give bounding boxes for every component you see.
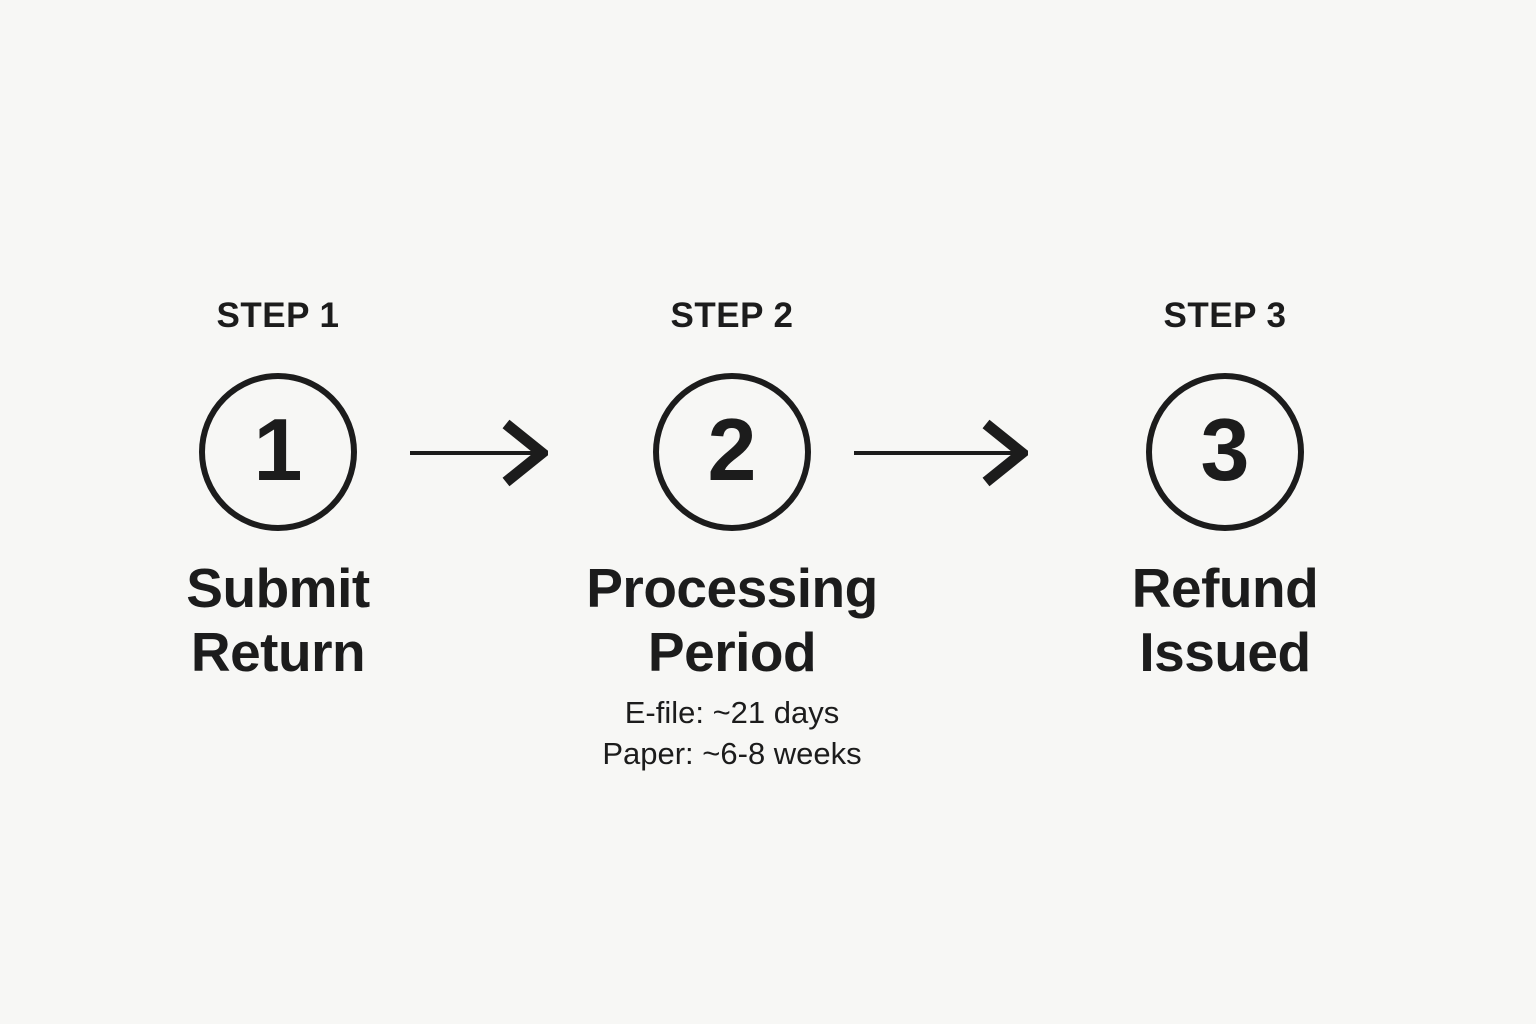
step-2-title-line-1: Processing	[586, 557, 878, 619]
step-1-title-line-2: Return	[190, 620, 366, 683]
step-3-title-line-1: Refund	[1131, 557, 1319, 619]
step-2-title-line-2: Period	[647, 620, 817, 683]
step-3-label: STEP 3	[1163, 296, 1287, 335]
arrow-right-icon-2	[850, 413, 1028, 493]
step-1-title-line-1: Submit	[186, 557, 370, 619]
step-3-title: Refund Issued	[995, 557, 1455, 685]
step-3-title-line-2: Issued	[1139, 620, 1311, 683]
step-2: STEP 2 2 Processing Period E-file: ~21 d…	[502, 295, 962, 774]
step-2-details: E-file: ~21 days Paper: ~6-8 weeks	[502, 693, 962, 775]
step-1-circle: 1	[199, 373, 357, 531]
arrow-right-icon-1	[408, 413, 548, 493]
step-2-circle: 2	[653, 373, 811, 531]
step-3-number: 3	[1200, 400, 1250, 499]
step-1: STEP 1 1 Submit Return	[48, 295, 508, 685]
step-3: STEP 3 3 Refund Issued	[995, 295, 1455, 685]
step-2-number: 2	[707, 400, 757, 499]
step-2-detail-line-1: E-file: ~21 days	[624, 694, 840, 730]
step-1-title: Submit Return	[48, 557, 508, 685]
step-2-label: STEP 2	[670, 296, 794, 335]
step-1-number: 1	[253, 400, 303, 499]
step-2-title: Processing Period	[502, 557, 962, 685]
step-3-circle: 3	[1146, 373, 1304, 531]
step-2-detail-line-2: Paper: ~6-8 weeks	[602, 735, 862, 771]
step-1-label: STEP 1	[216, 296, 340, 335]
